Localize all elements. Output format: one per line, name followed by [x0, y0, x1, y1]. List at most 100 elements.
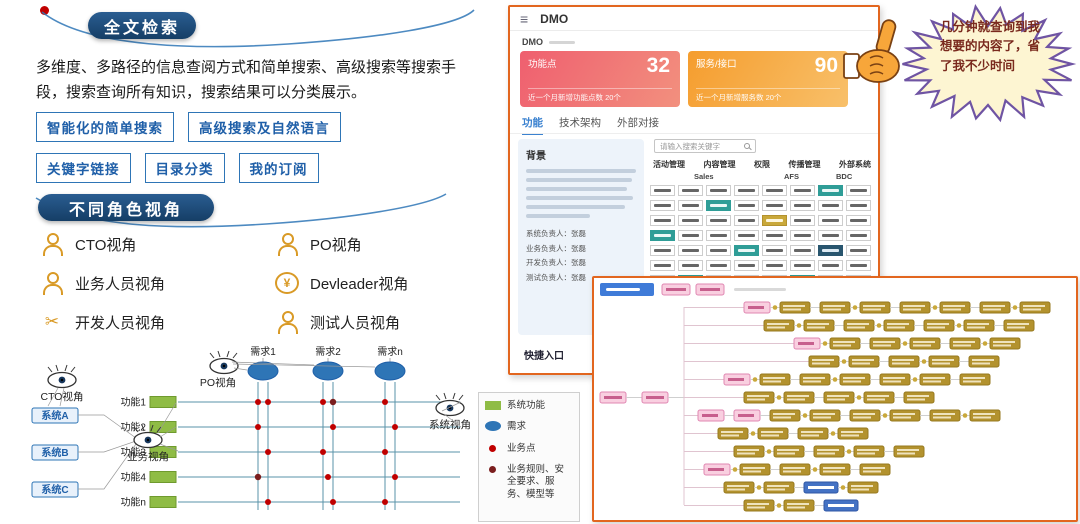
map-node-gold[interactable] [979, 301, 1011, 314]
tab-integration[interactable]: 外部对接 [617, 117, 659, 129]
module-cell[interactable] [818, 185, 843, 196]
map-node-gold[interactable] [819, 301, 851, 314]
module-cell[interactable] [762, 215, 787, 226]
module-cell[interactable] [762, 260, 787, 271]
hamburger-menu-icon[interactable]: ≡ [520, 10, 529, 27]
module-cell[interactable] [818, 200, 843, 211]
module-cell[interactable] [790, 230, 815, 241]
module-cell[interactable] [846, 230, 871, 241]
map-node-gold[interactable] [1019, 301, 1051, 314]
module-cell[interactable] [678, 200, 703, 211]
module-cell[interactable] [762, 230, 787, 241]
tab-architecture[interactable]: 技术架构 [559, 117, 601, 129]
requirement-tree[interactable] [594, 278, 1076, 520]
module-cell[interactable] [790, 260, 815, 271]
map-node-gold[interactable] [819, 463, 851, 476]
map-node-gold[interactable] [939, 301, 971, 314]
map-node-gold[interactable] [883, 319, 915, 332]
map-node-gold[interactable] [743, 391, 775, 404]
module-cell[interactable] [678, 215, 703, 226]
module-cell[interactable] [734, 200, 759, 211]
module-cell[interactable] [818, 260, 843, 271]
map-node-gold[interactable] [779, 463, 811, 476]
map-node-gold[interactable] [769, 409, 801, 422]
map-node-gold[interactable] [743, 499, 775, 512]
module-cell[interactable] [762, 245, 787, 256]
map-node-gold[interactable] [869, 337, 901, 350]
map-node-gold[interactable] [923, 319, 955, 332]
map-node-gold[interactable] [893, 445, 925, 458]
map-node-gold[interactable] [763, 481, 795, 494]
map-node-gold[interactable] [989, 337, 1021, 350]
module-cell[interactable] [706, 230, 731, 241]
map-node-gold[interactable] [779, 301, 811, 314]
map-node-gold[interactable] [717, 427, 749, 440]
map-node-gold[interactable] [1003, 319, 1035, 332]
map-node-gold[interactable] [783, 391, 815, 404]
map-node-gold[interactable] [808, 355, 840, 368]
module-cell[interactable] [790, 200, 815, 211]
map-node-gold[interactable] [859, 463, 891, 476]
map-node-gold[interactable] [848, 355, 880, 368]
module-cell[interactable] [706, 215, 731, 226]
map-node-gold[interactable] [839, 373, 871, 386]
map-node-gold[interactable] [863, 391, 895, 404]
module-cell[interactable] [650, 230, 675, 241]
map-node-gold[interactable] [899, 301, 931, 314]
module-cell[interactable] [818, 245, 843, 256]
map-node-gold[interactable] [963, 319, 995, 332]
map-node-gold[interactable] [809, 409, 841, 422]
module-cell[interactable] [650, 260, 675, 271]
map-node-gold[interactable] [949, 337, 981, 350]
quick-entry-link[interactable]: 快捷入口 [524, 351, 564, 362]
module-cell[interactable] [650, 185, 675, 196]
map-node-gold[interactable] [903, 391, 935, 404]
module-cell[interactable] [846, 185, 871, 196]
map-node-gold[interactable] [849, 409, 881, 422]
module-cell[interactable] [846, 200, 871, 211]
map-node-gold[interactable] [859, 301, 891, 314]
map-node-gold[interactable] [969, 409, 1001, 422]
module-cell[interactable] [818, 230, 843, 241]
module-cell[interactable] [706, 260, 731, 271]
module-cell[interactable] [734, 245, 759, 256]
module-cell[interactable] [678, 260, 703, 271]
map-node-gold[interactable] [739, 463, 771, 476]
map-node-gold[interactable] [888, 355, 920, 368]
module-cell[interactable] [846, 215, 871, 226]
map-node-gold[interactable] [928, 355, 960, 368]
map-node-gold[interactable] [959, 373, 991, 386]
module-cell[interactable] [818, 215, 843, 226]
map-node-gold[interactable] [797, 427, 829, 440]
module-cell[interactable] [790, 185, 815, 196]
map-node-gold[interactable] [757, 427, 789, 440]
module-cell[interactable] [678, 245, 703, 256]
module-cell[interactable] [762, 200, 787, 211]
map-node-gold[interactable] [879, 373, 911, 386]
map-node-gold[interactable] [803, 319, 835, 332]
map-node-gold[interactable] [847, 481, 879, 494]
tab-function[interactable]: 功能 [522, 115, 543, 135]
map-node-gold[interactable] [823, 391, 855, 404]
module-cell[interactable] [706, 200, 731, 211]
map-node-gold[interactable] [783, 499, 815, 512]
module-cell[interactable] [790, 245, 815, 256]
map-node-gold[interactable] [837, 427, 869, 440]
map-node-gold[interactable] [968, 355, 1000, 368]
map-node-gold[interactable] [763, 319, 795, 332]
map-node-gold[interactable] [813, 445, 845, 458]
map-node-gold[interactable] [773, 445, 805, 458]
module-cell[interactable] [734, 230, 759, 241]
module-cell[interactable] [790, 215, 815, 226]
module-cell[interactable] [706, 245, 731, 256]
module-cell[interactable] [650, 215, 675, 226]
module-cell[interactable] [650, 245, 675, 256]
map-node-gold[interactable] [759, 373, 791, 386]
map-node-gold[interactable] [853, 445, 885, 458]
module-cell[interactable] [734, 185, 759, 196]
map-node-gold[interactable] [799, 373, 831, 386]
module-cell[interactable] [846, 245, 871, 256]
map-node-gold[interactable] [723, 481, 755, 494]
